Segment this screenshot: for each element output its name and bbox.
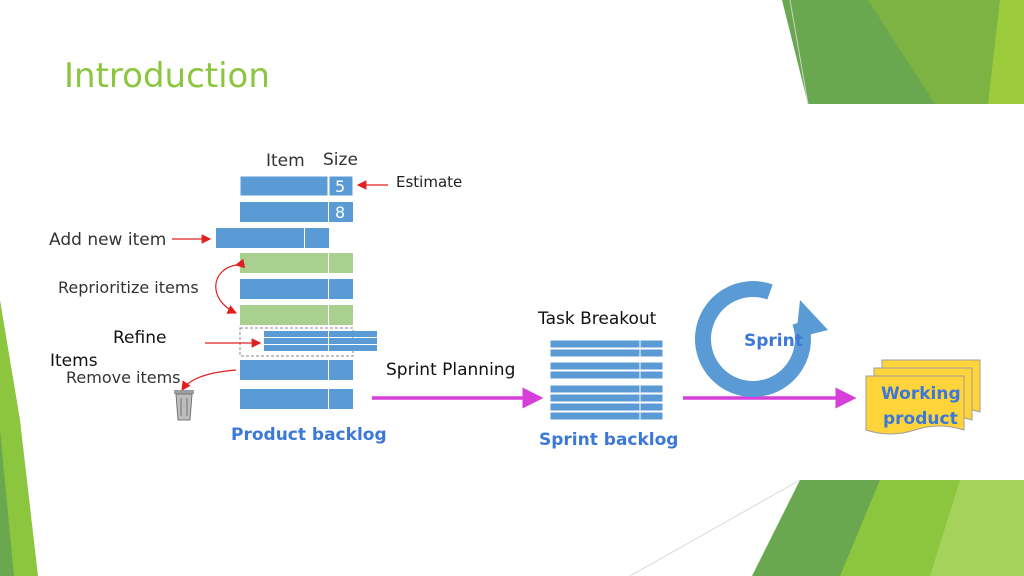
deco-top-right-line	[789, 0, 809, 105]
refined-part-size	[329, 345, 377, 351]
reprioritized-item	[240, 253, 328, 273]
sprint-task	[549, 393, 641, 403]
sprint-label: Sprint	[744, 331, 803, 351]
add-new-item-label: Add new item	[49, 230, 167, 250]
reprioritized-item	[240, 305, 328, 325]
deco-top-right-light	[988, 0, 1024, 104]
sprint-task-size	[639, 393, 664, 403]
backlog-size	[329, 360, 353, 380]
trash-can-icon	[174, 390, 194, 421]
backlog-size	[329, 202, 353, 222]
deco-bottom-right-light	[930, 480, 1024, 576]
backlog-item	[240, 389, 328, 409]
reprioritize-label: Reprioritize items	[58, 278, 199, 297]
items-label: Items	[50, 351, 98, 371]
backlog-item	[239, 175, 329, 197]
sprint-task	[549, 370, 641, 380]
deco-bottom-right-line	[629, 479, 801, 576]
backlog-size	[329, 279, 353, 299]
refined-part	[264, 345, 328, 351]
sprint-task	[549, 402, 641, 412]
backlog-size	[328, 175, 354, 197]
reprioritize-arrow	[215, 258, 246, 314]
size-value: 8	[335, 203, 346, 222]
backlog-item	[240, 279, 328, 299]
task-breakout-label: Task Breakout	[538, 309, 657, 329]
product-backlog-stack	[216, 175, 377, 409]
backlog-size	[329, 389, 353, 409]
sprint-backlog-stack	[549, 339, 664, 421]
remove-items-label: Remove items	[66, 368, 181, 387]
reprioritized-size	[329, 253, 353, 273]
sprint-task	[549, 361, 641, 371]
backlog-item	[240, 202, 328, 222]
sprint-task-size	[639, 339, 664, 349]
sprint-task-size	[639, 411, 664, 421]
refined-part-size	[329, 338, 377, 344]
sprint-task-size	[639, 361, 664, 371]
slide-title: Introduction	[64, 56, 270, 96]
deco-top-right-mid	[868, 0, 1024, 104]
sprint-task-size	[639, 348, 664, 358]
sprint-task-size	[639, 384, 664, 394]
working-product-icon	[865, 359, 981, 435]
new-backlog-item	[216, 228, 304, 248]
sprint-backlog-caption: Sprint backlog	[539, 430, 679, 450]
sprint-task-size	[639, 370, 664, 380]
sprint-task-size	[639, 402, 664, 412]
refined-part	[264, 338, 328, 344]
sprint-cycle-icon	[695, 281, 828, 397]
working-product-line1: Working	[881, 384, 961, 404]
working-product-line2: product	[883, 409, 958, 429]
size-column-header: Size	[323, 150, 358, 170]
size-value: 5	[335, 177, 346, 196]
item-column-header: Item	[266, 151, 305, 171]
sprint-task	[549, 384, 641, 394]
deco-left-dark	[0, 430, 14, 576]
remove-arrow	[181, 369, 237, 391]
backlog-item	[240, 360, 328, 380]
new-backlog-size	[305, 228, 329, 248]
refined-part	[264, 331, 328, 337]
sprint-planning-label: Sprint Planning	[386, 360, 516, 380]
refine-label: Refine	[113, 328, 167, 348]
sprint-task	[549, 411, 641, 421]
refined-part-size	[329, 331, 377, 337]
estimate-label: Estimate	[396, 173, 463, 191]
reprioritized-size	[329, 305, 353, 325]
product-backlog-caption: Product backlog	[231, 425, 387, 445]
deco-left-green	[0, 300, 38, 576]
sprint-task	[549, 348, 641, 358]
sprint-task	[549, 339, 641, 349]
